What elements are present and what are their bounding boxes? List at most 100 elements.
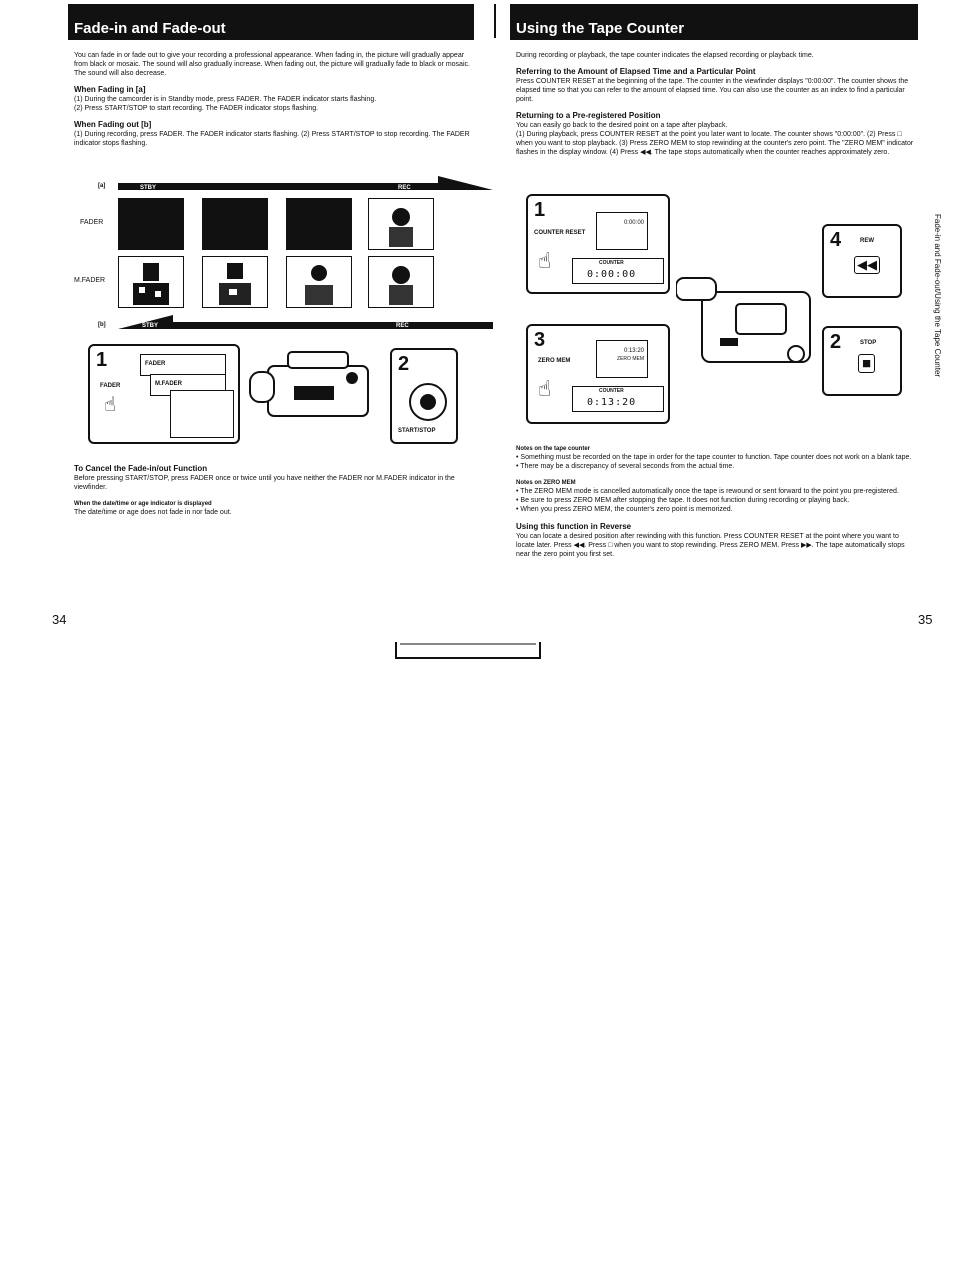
counter-label-1: COUNTER [599,260,624,266]
side-tab-text: Fade-in and Fade-out/Using the Tape Coun… [933,214,942,378]
step-2-counter-panel: 2 STOP ■ [822,326,902,396]
viewfinder-1: 0:00:00 [596,212,648,250]
fading-in-text: (1) During the camcorder is in Standby m… [74,96,377,112]
fig-a-label: [a] [98,183,106,189]
viewfinder-3-reading: 0:13:20 [623,348,644,354]
step-1-counter-panel: 1 COUNTER RESET ☝ 0:00:00 COUNTER 0:00:0… [526,194,670,294]
fader-frame-4 [368,198,434,250]
ret-heading: Returning to a Pre-registered Position [516,111,661,120]
notes-zero-item-3: • When you press ZERO MEM, the counter's… [516,506,733,513]
finger-press-icon: ☝ [538,248,552,273]
notes-counter-heading: Notes on the tape counter [516,446,591,452]
reverse-heading: Using this function in Reverse [516,522,632,531]
fade-figure: [a] STBY REC FADER M.FADER [b] STBY REC [60,176,493,336]
zero-mem-label: ZERO MEM [538,358,571,364]
notes-counter-item-1: • Something must be recorded on the tape… [516,454,912,461]
ret-text: You can easily go back to the desired po… [516,122,914,156]
display-1-reading: 0:00:00 [587,269,637,280]
fader-frame-3 [286,198,352,250]
fig-a-stby: STBY [140,185,157,191]
fader-row-label: FADER [80,219,104,226]
left-text-bottom: To Cancel the Fade-in/out Function Befor… [74,464,470,517]
finger-press-icon: ☝ [104,394,117,416]
counter-step-4-number: 4 [830,229,842,251]
counter-label-3: COUNTER [599,388,624,394]
cancel-heading: To Cancel the Fade-in/out Function [74,464,208,473]
fig-b-stby: STBY [142,323,159,329]
fading-in-heading: When Fading in [a] [74,85,146,94]
counter-reset-label: COUNTER RESET [534,230,586,236]
counter-step-3-number: 3 [534,329,546,351]
cancel-text: Before pressing START/STOP, press FADER … [74,475,455,491]
counter-step-2-number: 2 [830,331,842,353]
step-1-panel: 1 FADER ☝ FADER M.FADER [88,344,240,444]
fader-button-label: FADER [100,383,121,389]
right-page-title: Using the Tape Counter [510,4,918,40]
ref-heading: Referring to the Amount of Elapsed Time … [516,67,756,76]
right-page-number: 35 [918,612,933,627]
person-icon [389,208,413,247]
viewfinder-3-zero-mem: ZERO MEM [617,356,644,362]
mfader-screen-text: M.FADER [155,381,182,387]
mosaic-person-icon [305,265,333,305]
mfader-row-label: M.FADER [74,277,106,284]
mfader-frame-2 [202,256,268,308]
rewind-icon: ◀◀ [854,256,880,274]
mfader-frame-3 [286,256,352,308]
person-icon [389,266,413,305]
step-1-number: 1 [96,349,108,371]
fig-b-rec: REC [396,323,409,329]
right-text-top: During recording or playback, the tape c… [516,51,916,157]
date-text: The date/time or age does not fade in no… [74,509,232,516]
finger-press-icon: ☝ [538,376,552,401]
fader-screen-text: FADER [145,361,166,367]
step-3-counter-panel: 3 ZERO MEM ☝ 0:13:20 ZERO MEM COUNTER 0:… [526,324,670,424]
fader-steps-figure: 1 FADER ☝ FADER M.FADER 2 START/STOP [88,344,460,446]
mfader-frame-4 [368,256,434,308]
reverse-text: You can locate a desired position after … [516,533,905,558]
rew-label: REW [860,238,874,244]
notes-zero-heading: Notes on ZERO MEM [516,480,576,486]
fader-screen: FADER [140,354,226,376]
display-window-1: COUNTER 0:00:00 [572,258,664,284]
fade-intro: You can fade in or fade out to give your… [74,52,470,77]
fig-a-rec: REC [398,185,411,191]
fading-out-text: (1) During recording, press FADER. The F… [74,131,470,147]
display-window-3: COUNTER 0:13:20 [572,386,664,412]
start-stop-dial-icon [409,383,447,421]
step-2-number: 2 [398,353,410,375]
center-divider [494,4,496,38]
fading-out-heading: When Fading out [b] [74,120,152,129]
viewfinder-1-reading: 0:00:00 [623,220,644,226]
display-3-reading: 0:13:20 [587,397,637,408]
right-text-bottom: Notes on the tape counter • Something mu… [516,445,916,559]
camcorder-icon [249,351,369,417]
left-page-number: 34 [52,612,67,627]
notes-zero-item-1: • The ZERO MEM mode is cancelled automat… [516,488,899,495]
stby-rec-arrow-b [118,315,493,329]
mosaic-person-icon [133,263,169,305]
start-stop-label: START/STOP [398,428,436,434]
left-page-title: Fade-in and Fade-out [68,4,474,40]
counter-intro: During recording or playback, the tape c… [516,52,814,59]
scan-bracket-mark [395,642,541,659]
counter-figure: 1 COUNTER RESET ☝ 0:00:00 COUNTER 0:00:0… [526,194,906,428]
fig-b-label: [b] [98,322,106,328]
counter-step-1-number: 1 [534,199,546,221]
step-2-panel: 2 START/STOP [390,348,458,444]
mfader-frame-1 [118,256,184,308]
mosaic-person-icon [219,263,251,305]
fader-frame-2 [202,198,268,250]
step-4-counter-panel: 4 REW ◀◀ [822,224,902,298]
fader-frame-1 [118,198,184,250]
stby-rec-arrow-a [118,176,493,190]
blank-screen [170,390,234,438]
stop-label: STOP [860,340,877,346]
camcorder-icon [676,277,811,363]
notes-zero-item-2: • Be sure to press ZERO MEM after stoppi… [516,497,850,504]
stop-icon: ■ [858,354,876,373]
left-text-top: You can fade in or fade out to give your… [74,51,470,148]
viewfinder-3: 0:13:20 ZERO MEM [596,340,648,378]
notes-counter-item-2: • There may be a discrepancy of several … [516,463,735,470]
date-heading: When the date/time or age indicator is d… [74,501,212,507]
